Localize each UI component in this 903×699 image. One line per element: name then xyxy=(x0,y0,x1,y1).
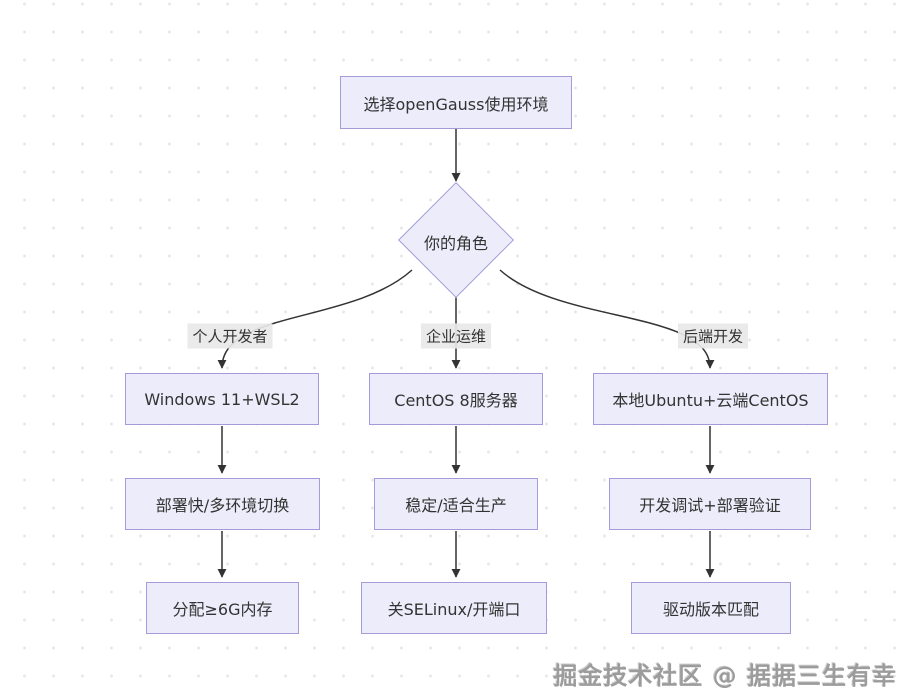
node-centos8-server: CentOS 8服务器 xyxy=(369,373,543,425)
node-windows-wsl2: Windows 11+WSL2 xyxy=(125,373,319,425)
node-dev-debug-deploy-verify: 开发调试+部署验证 xyxy=(609,478,811,530)
node-local-ubuntu-cloud-centos: 本地Ubuntu+云端CentOS xyxy=(593,373,828,425)
node-selinux-ports: 关SELinux/开端口 xyxy=(361,582,547,634)
edge-label-enterprise-ops: 企业运维 xyxy=(420,323,492,349)
edge-label-personal-developer: 个人开发者 xyxy=(187,323,273,349)
node-root: 选择openGauss使用环境 xyxy=(340,76,572,129)
node-stable-production: 稳定/适合生产 xyxy=(374,478,538,530)
edge-decision-to-left xyxy=(217,269,413,369)
decision-label: 你的角色 xyxy=(423,234,488,253)
edge-decision-to-right xyxy=(499,269,715,369)
node-deploy-fast-multi-env: 部署快/多环境切换 xyxy=(125,478,320,530)
watermark-text: 掘金技术社区 @ 据据三生有幸 xyxy=(553,662,897,690)
edge-label-backend-dev: 后端开发 xyxy=(677,323,749,349)
node-allocate-memory: 分配≥6G内存 xyxy=(146,582,299,634)
node-driver-version-match: 驱动版本匹配 xyxy=(631,582,791,634)
